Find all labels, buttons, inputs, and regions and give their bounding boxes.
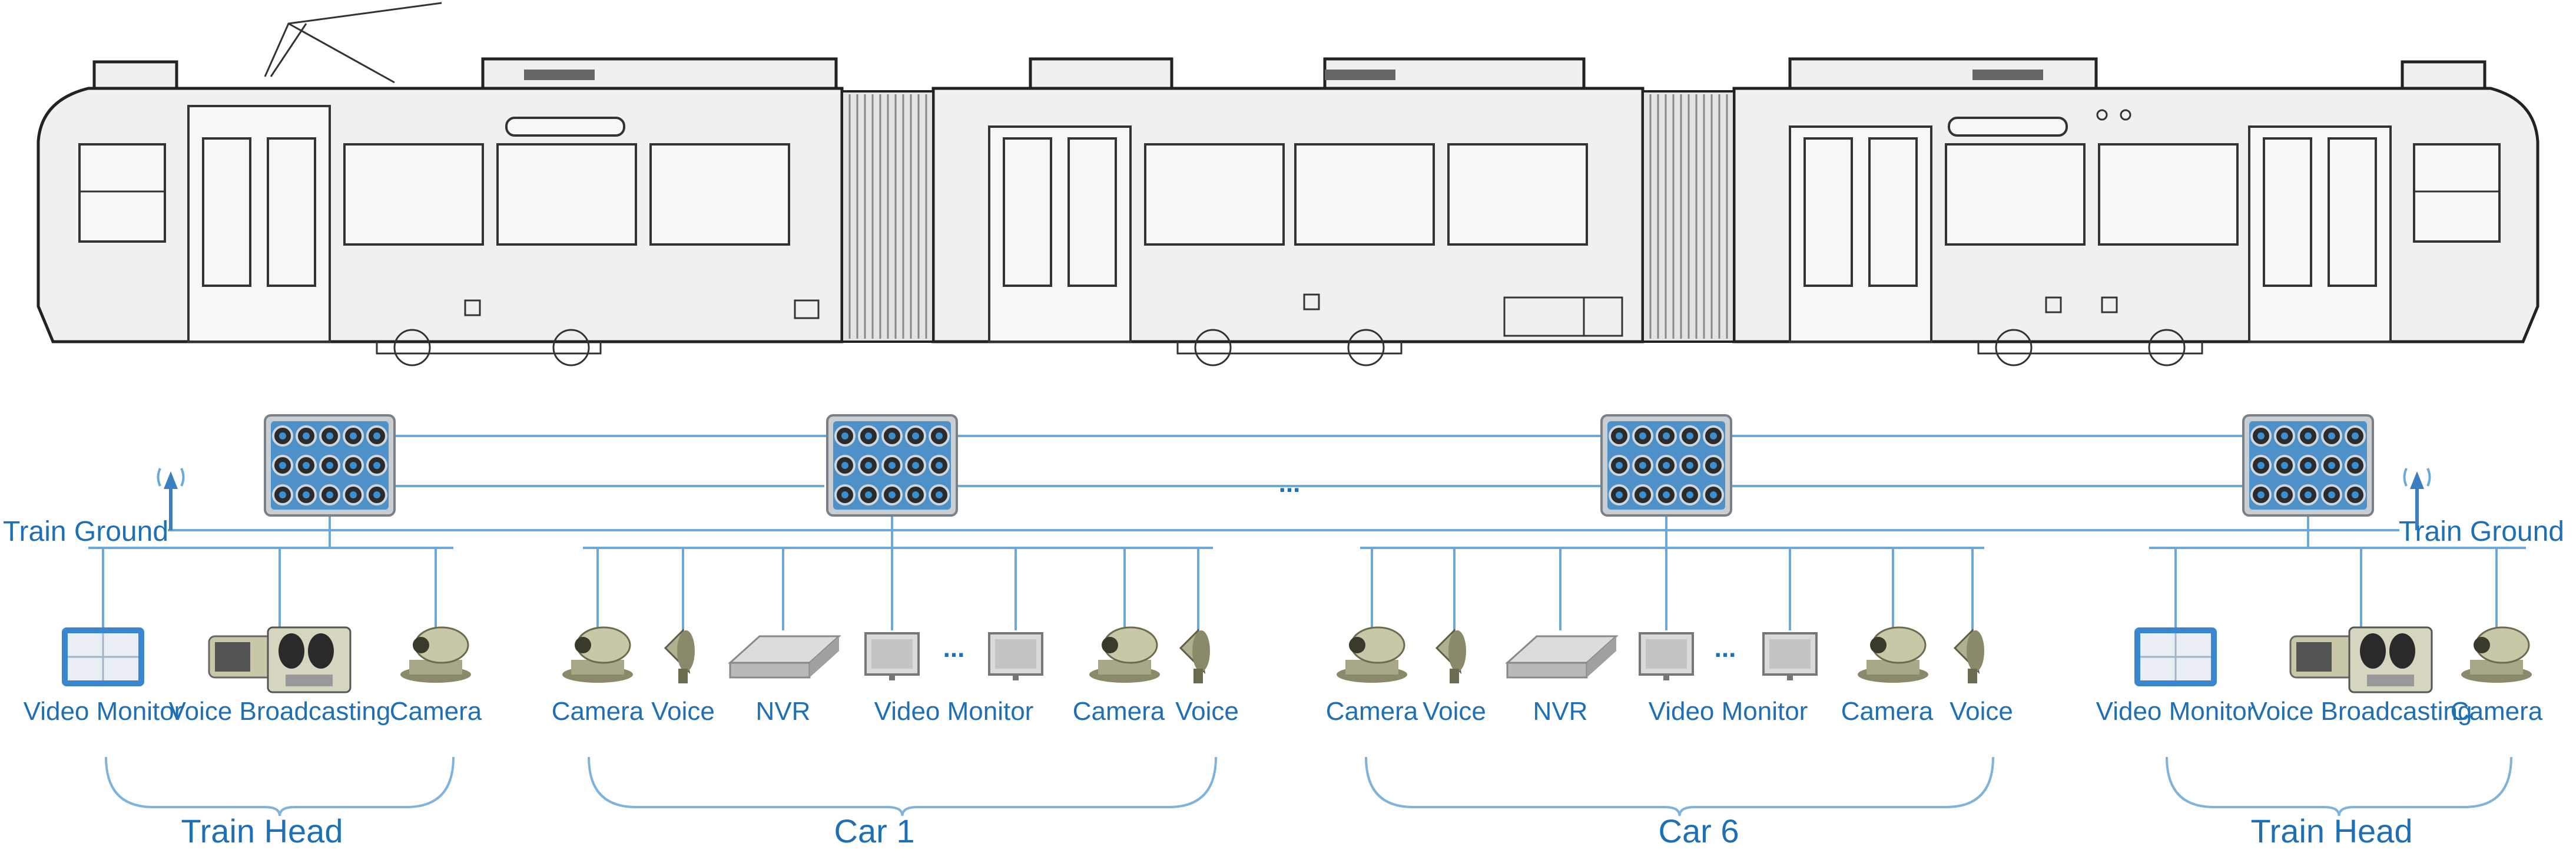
ring-backbone — [168, 435, 2399, 531]
antenna-icon — [2403, 468, 2431, 530]
camera-icon — [400, 626, 471, 683]
ground-label-right: Train Ground — [2399, 516, 2564, 547]
nvr-icon — [728, 635, 841, 679]
device-label: Camera — [1841, 697, 1934, 726]
bogie — [376, 329, 2203, 366]
speaker-icon — [664, 628, 695, 683]
speaker-icon — [1179, 628, 1210, 683]
network-switch-icon — [264, 414, 396, 517]
device-label: NVR — [756, 697, 811, 726]
camera-icon — [562, 626, 633, 683]
device-label: Camera — [390, 697, 482, 726]
group-label: Car 6 — [1659, 812, 1739, 850]
nvr-icon — [1505, 635, 1619, 679]
device-label: Voice — [1175, 697, 1239, 726]
car6-monitor-ellipsis: ... — [1715, 634, 1736, 663]
device-label: Video Monitor — [1649, 697, 1808, 726]
device-label: Voice Broadcasting — [2250, 697, 2472, 726]
group-label: Train Head — [181, 812, 343, 850]
network-switches — [264, 414, 2374, 517]
device-label: NVR — [1533, 697, 1588, 726]
group-label: Car 1 — [834, 812, 915, 850]
voice-broadcasting-icon — [2289, 626, 2433, 693]
device-label: Camera — [2451, 697, 2543, 726]
car1-monitor-ellipsis: ... — [943, 634, 965, 663]
network-switch-icon — [1600, 414, 1732, 517]
group-label: Train Head — [2251, 812, 2413, 850]
network-switch-icon — [826, 414, 958, 517]
display-icon — [864, 632, 920, 680]
pantograph-icon — [264, 2, 442, 84]
ground-label-left: Train Ground — [3, 516, 168, 547]
voice-broadcasting-icon — [208, 626, 352, 693]
device-label: Camera — [1073, 697, 1165, 726]
video-monitor-icon — [62, 627, 144, 686]
device-label: Camera — [1326, 697, 1418, 726]
device-label: Video Monitor — [874, 697, 1034, 726]
device-label: Voice — [1950, 697, 2013, 726]
camera-icon — [2461, 626, 2532, 683]
articulation-joint — [841, 90, 1735, 343]
device-label: Voice Broadcasting — [169, 697, 391, 726]
display-icon — [1762, 632, 1818, 680]
speaker-icon — [1953, 628, 1984, 683]
camera-icon — [1858, 626, 1928, 683]
display-icon — [1639, 632, 1694, 680]
device-drop-lines — [102, 515, 2498, 630]
group-braces: Train Head Car 1 Car 6 Train Head — [105, 756, 2512, 850]
train-illustration — [37, 2, 2539, 366]
backbone-ellipsis: ... — [1279, 469, 1301, 498]
device-label: Camera — [552, 697, 644, 726]
display-icon — [988, 632, 1043, 680]
antenna-icon — [157, 468, 185, 530]
camera-icon — [1089, 626, 1160, 683]
camera-icon — [1337, 626, 1407, 683]
network-switch-icon — [2242, 414, 2374, 517]
device-label: Voice — [651, 697, 715, 726]
video-monitor-icon — [2134, 627, 2217, 686]
device-label: Video Monitor — [24, 697, 183, 726]
device-label: Video Monitor — [2096, 697, 2256, 726]
device-label: Voice — [1423, 697, 1486, 726]
speaker-icon — [1435, 628, 1466, 683]
